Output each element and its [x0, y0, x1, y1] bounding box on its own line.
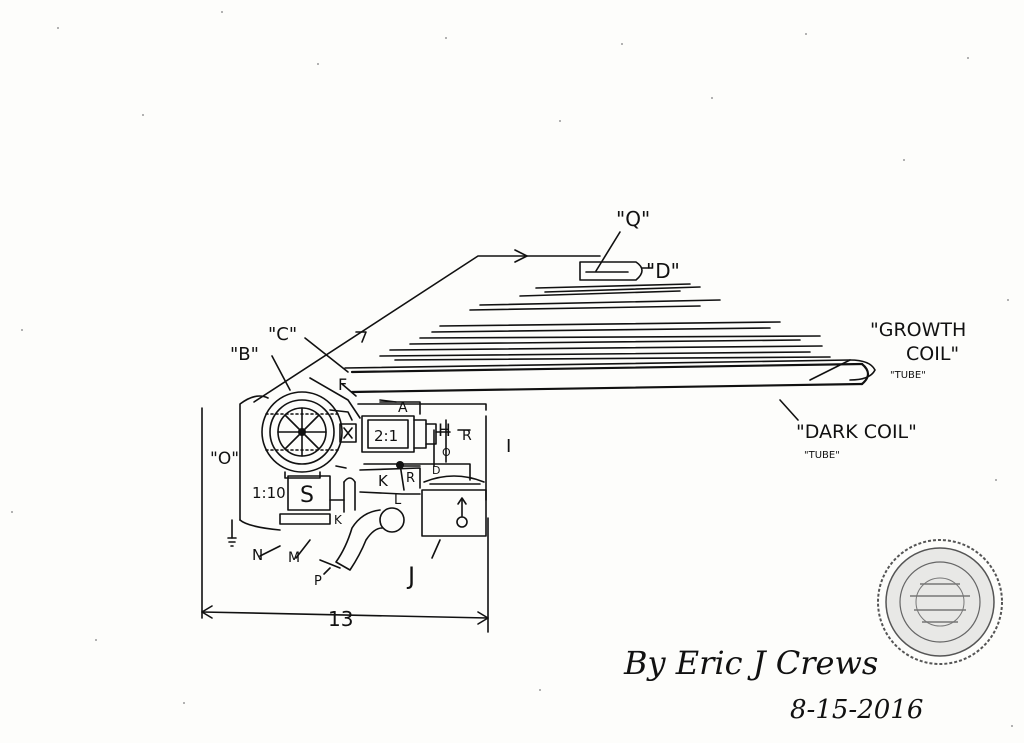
signature-date: 8-15-2016 — [790, 695, 923, 725]
growth-coil-label-1: "GROWTH — [870, 319, 966, 341]
dark-coil-label: "DARK COIL" — [796, 421, 917, 443]
label-d-small: D — [432, 464, 440, 477]
label-ratio-1-10: 1:10 — [252, 484, 286, 502]
label-ratio-2-1: 2:1 — [374, 427, 398, 445]
capsule-d — [579, 261, 643, 281]
box-s — [279, 475, 345, 525]
label-f: F — [338, 375, 347, 394]
label-o-left: "O" — [210, 449, 239, 469]
label-q: "Q" — [616, 207, 650, 231]
signature-name: By Eric J Crews — [623, 644, 878, 682]
label-i: I — [506, 436, 511, 457]
label-r-mid: R — [406, 471, 415, 486]
dimension-13 — [201, 407, 489, 633]
label-n: N — [252, 546, 263, 564]
label-k-lower: K — [334, 513, 343, 527]
label-d: "D" — [646, 259, 680, 283]
coupling-f-hatch — [343, 427, 353, 439]
growth-coil-tube-label: "TUBE" — [890, 370, 926, 381]
label-c: "C" — [268, 324, 297, 345]
wiring — [227, 377, 471, 547]
housing-outline — [239, 395, 487, 531]
label-l: L — [394, 493, 402, 508]
label-dimension: 13 — [328, 607, 353, 631]
dark-coil-tube-label: "TUBE" — [804, 450, 840, 461]
growth-coil-label-2: COIL" — [906, 343, 959, 365]
fan-wheel-b — [261, 391, 343, 479]
label-leaders — [259, 337, 851, 559]
coupling-f — [339, 423, 357, 443]
label-s: S — [300, 483, 314, 508]
dark-coil-tube — [350, 362, 870, 394]
antenna-wire — [253, 249, 601, 403]
label-m: M — [288, 550, 300, 566]
label-p: P — [314, 574, 322, 589]
q-leader — [595, 231, 621, 272]
label-b: "B" — [230, 344, 259, 365]
label-r-right: R — [462, 428, 472, 444]
label-h: H — [438, 421, 451, 441]
gearbox-2-1 — [361, 415, 451, 453]
label-j: J — [406, 562, 415, 590]
notary-seal-icon — [877, 539, 1003, 665]
label-a: A — [398, 400, 408, 416]
coil-scribble-lines — [379, 283, 831, 361]
paper-specks — [11, 11, 1013, 727]
label-o-small: O — [442, 446, 451, 459]
growth-coil-tube — [344, 359, 876, 381]
label-k-upper: K — [378, 472, 389, 490]
pipe-p — [319, 507, 405, 575]
box-j — [421, 475, 487, 559]
